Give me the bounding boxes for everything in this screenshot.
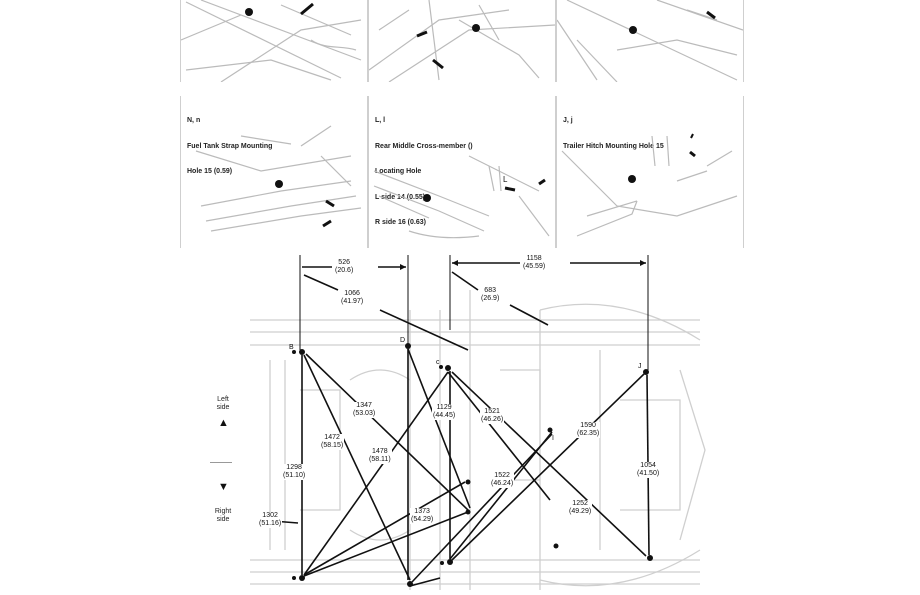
caption-title: Rear Middle Cross-member () [375,142,473,150]
caption-ref-letter: J, j [563,117,573,124]
panel-caption: N, n Fuel Tank Strap Mounting Hole 15 (0… [187,100,272,194]
cross-member-illustration: L [373,155,550,239]
dimension-1158: 1158(45.59) [522,255,547,271]
underbody-detail-illustration [557,0,743,82]
underbody-frame-drawing: B D c J I [250,255,706,590]
dimension-1478: 1478(58.11) [368,448,392,464]
dimension-1302: 1302(51.16) [258,512,283,528]
dimension-1252: 1252(49.29) [568,500,593,516]
left-side-label: Left side [216,396,230,411]
dimension-1522: 1522(46.24) [490,472,515,488]
right-side-label: Right side [214,508,232,523]
detail-panel-j: J, j Trailer Hitch Mounting Hole 15 [556,96,744,248]
point-label-d: D [400,337,405,344]
caption-spec: Hole 15 (0.59) [187,168,233,175]
caption-spec-right: R side 16 (0.63) [375,219,426,226]
trailer-hitch-illustration [561,133,738,237]
dimension-1590: 1590(62.35) [576,422,601,438]
underbody-detail-illustration [181,0,362,82]
detail-panel-top-left [180,0,368,82]
dimension-1472: 1472(58.15) [320,434,345,450]
detail-panel-top-right [556,0,744,82]
marker-l: L [503,175,508,184]
dimension-1066: 1066(41.97) [340,290,365,306]
underbody-dimension-diagram: B D c J I Left side ▲ ▼ Right side 526(2… [210,250,710,590]
point-label-b: B [289,344,294,351]
panel-caption: J, j Trailer Hitch Mounting Hole 15 [563,100,664,168]
dimension-683: 683(26.9) [480,287,501,303]
caption-title: Trailer Hitch Mounting Hole 15 [563,142,664,150]
caption-ref-letter: N, n [187,117,201,124]
detail-panel-l: L, l Rear Middle Cross-member () Locatin… [368,96,556,248]
arrow-up-icon: ▲ [218,417,229,429]
caption-ref-letter: L, l [375,117,386,124]
detail-panel-top-center [368,0,556,82]
point-label-i: I [552,435,554,442]
caption-subtitle: Locating Hole [375,168,422,175]
dimension-1373: 1373(54.29) [410,508,435,524]
arrow-down-icon: ▼ [218,481,229,493]
centerline-divider [210,462,232,463]
dimension-1129: 1129(44.45) [432,404,457,420]
dimension-1298: 1298(51.10) [282,464,307,480]
underbody-detail-illustration [369,0,555,82]
dimension-1347: 1347(53.03) [352,402,377,418]
caption-title: Fuel Tank Strap Mounting [187,142,273,150]
detail-panel-n: N, n Fuel Tank Strap Mounting Hole 15 (0… [180,96,368,248]
point-label-j: J [638,363,642,370]
dimension-526: 526(20.6) [334,259,355,275]
dimension-1521: 1521(46.26) [480,408,505,424]
fuel-tank-strap-illustration [195,125,362,232]
dimension-1054: 1054(41.50) [636,462,661,478]
point-label-c: c [436,359,440,366]
